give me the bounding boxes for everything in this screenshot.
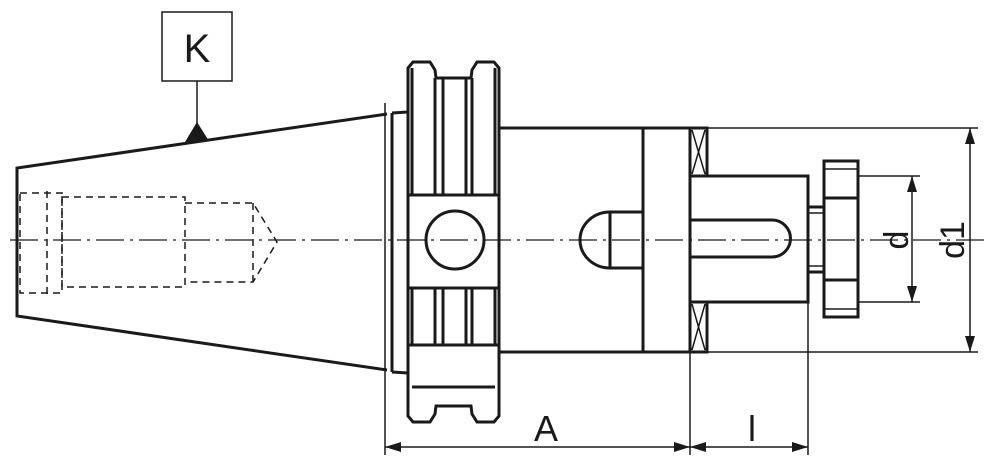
dimension-d-label: d [878, 231, 916, 250]
taper-marker-label: K [184, 27, 211, 71]
clamping-nut [822, 159, 860, 319]
dimension-d1-label: d1 [934, 221, 972, 259]
arbor-shank [688, 159, 860, 319]
dimension-lines: A l d d1 [385, 127, 978, 455]
hidden-thread-bore [19, 191, 278, 294]
dimension-l-label: l [748, 408, 756, 449]
taper-cone [15, 103, 409, 455]
taper-triangle-icon [185, 122, 209, 142]
taper-marker-k: K [161, 11, 233, 142]
dimension-a-label: A [534, 408, 558, 449]
flange [406, 60, 501, 424]
drive-slot-hole [424, 209, 486, 271]
